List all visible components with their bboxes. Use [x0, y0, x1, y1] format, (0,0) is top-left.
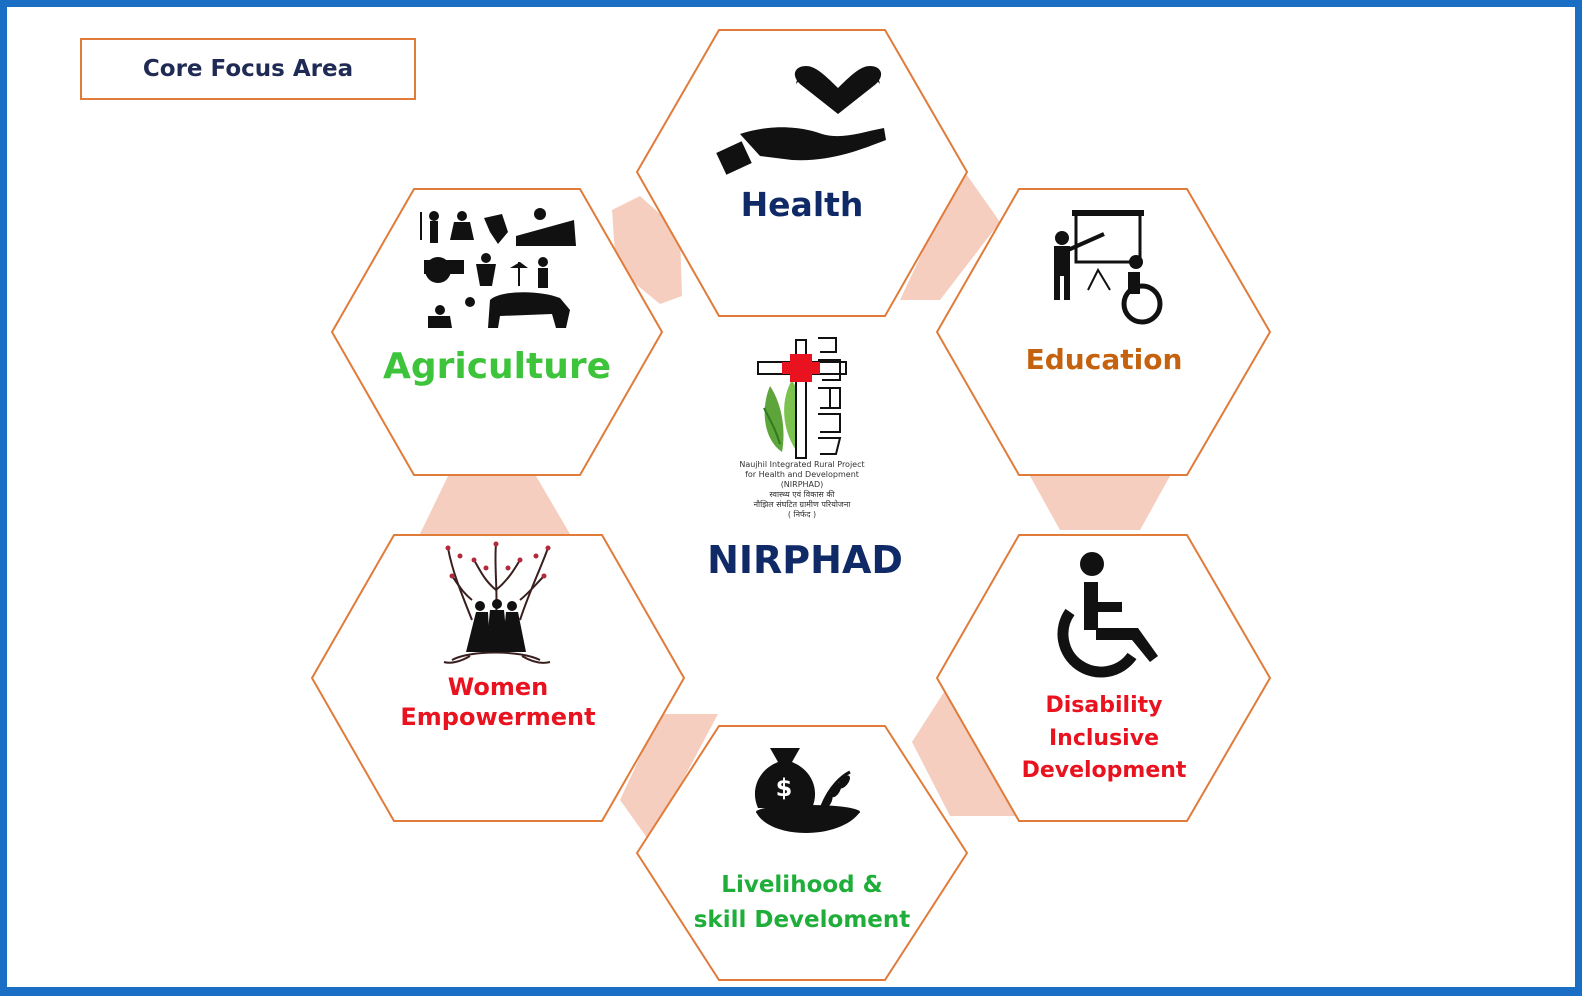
core-focus-title: Core Focus Area [80, 38, 416, 100]
livelihood-label: Livelihood & skill Develoment [672, 868, 932, 937]
logo-caption-hi-3: ( निर्फद ) [787, 510, 817, 519]
center-name: NIRPHAD [707, 538, 903, 582]
hex-agriculture [330, 188, 664, 476]
logo-caption-en-2: for Health and Development [745, 470, 859, 479]
livelihood-label-line2: skill Develoment [693, 906, 911, 933]
women-label-line1: Women [447, 673, 549, 701]
hex-women [310, 534, 686, 822]
connector-women-agriculture [420, 476, 570, 534]
wheelchair-icon [1057, 552, 1158, 678]
hand-heart-icon [716, 66, 886, 175]
hex-health [635, 29, 969, 317]
disability-label: Disability Inclusive Development [1004, 690, 1204, 788]
livelihood-label-line1: Livelihood & [721, 872, 883, 898]
health-label: Health [740, 185, 864, 224]
women-tree-icon [443, 541, 551, 664]
svg-text:$: $ [776, 774, 793, 802]
connector-health-education [900, 168, 1000, 300]
connector-livelihood-women [620, 714, 718, 842]
logo-caption-en-1: Naujhil Integrated Rural Project [739, 460, 865, 469]
agriculture-label: Agriculture [382, 346, 612, 387]
hex-education [935, 188, 1272, 476]
nirphad-logo [757, 337, 847, 459]
connector-education-disability [1030, 476, 1170, 530]
women-label: Women Empowerment [380, 672, 616, 732]
connector-disability-livelihood [912, 692, 1020, 816]
logo-caption-hi-1: स्वास्थ्य एवं विकास की [769, 490, 835, 499]
connectors [420, 168, 1170, 842]
disability-label-line2: Inclusive [1049, 725, 1159, 751]
logo-caption-en-3: (NIRPHAD) [780, 480, 824, 489]
hex-disability [935, 534, 1272, 822]
disability-label-line1: Disability [1045, 693, 1163, 718]
disability-label-line3: Development [1021, 758, 1187, 784]
logo-caption-hi-2: नौझिल संघटित ग्रामीण परियोजना [753, 500, 851, 509]
women-label-line2: Empowerment [400, 703, 596, 731]
hex-livelihood [635, 725, 969, 981]
farmers-icon [420, 208, 576, 328]
education-label: Education [1025, 343, 1183, 376]
logo-caption: Naujhil Integrated Rural Project for Hea… [710, 460, 894, 520]
money-bag-grain-icon: $ [754, 748, 860, 833]
teacher-wheelchair-icon [1054, 210, 1163, 325]
